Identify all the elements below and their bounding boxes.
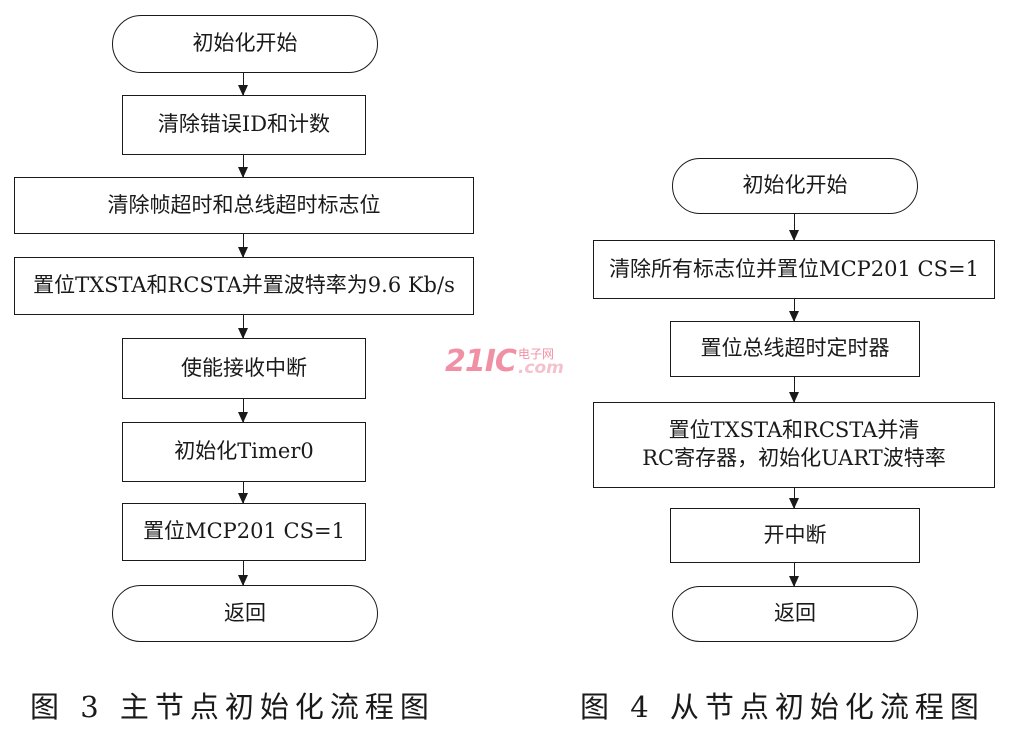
right-step-enable-interrupt: 开中断: [670, 508, 920, 563]
right-step1-label: 清除所有标志位并置位MCP201 CS=1: [609, 256, 979, 281]
left-arrow-1: [237, 73, 248, 96]
left-end-label: 返回: [224, 600, 266, 625]
right-arrow-5: [788, 563, 799, 587]
right-step3-line2: RC寄存器，初始化UART波特率: [642, 446, 946, 470]
site-watermark: 21IC 电子网 .com: [445, 347, 564, 377]
watermark-logo: 21IC: [445, 344, 517, 379]
left-arrow-4: [237, 315, 248, 339]
left-start-terminal: 初始化开始: [112, 15, 378, 73]
watermark-com: .com: [517, 358, 564, 378]
left-step-clear-error-id: 清除错误ID和计数: [122, 95, 366, 155]
left-end-terminal: 返回: [112, 585, 378, 642]
right-step-set-bus-timer: 置位总线超时定时器: [670, 321, 920, 377]
right-start-label: 初始化开始: [742, 173, 848, 198]
right-step3-line1: 置位TXSTA和RCSTA并清: [668, 418, 920, 443]
left-arrow-7: [237, 561, 248, 586]
left-step-init-timer0: 初始化Timer0: [122, 422, 366, 482]
right-end-label: 返回: [774, 601, 816, 626]
left-step-set-mcp201: 置位MCP201 CS=1: [122, 503, 366, 561]
right-step2-label: 置位总线超时定时器: [700, 336, 890, 361]
right-figure-caption: 图 4 从节点初始化流程图: [580, 690, 985, 724]
left-figure-caption: 图 3 主节点初始化流程图: [30, 690, 435, 724]
left-step2-label: 清除帧超时和总线超时标志位: [107, 192, 381, 217]
right-step-clear-all-flags: 清除所有标志位并置位MCP201 CS=1: [593, 240, 995, 299]
right-arrow-3: [788, 377, 799, 403]
left-step-set-txsta-rcsta: 置位TXSTA和RCSTA并置波特率为9.6 Kb/s: [14, 257, 474, 315]
right-arrow-1: [788, 214, 799, 241]
left-step5-label: 初始化Timer0: [174, 439, 314, 464]
right-step4-label: 开中断: [763, 522, 827, 547]
left-arrow-2: [237, 155, 248, 178]
right-arrow-4: [788, 488, 799, 509]
left-step6-label: 置位MCP201 CS=1: [143, 519, 345, 544]
right-step-set-txsta-rcsta: 置位TXSTA和RCSTA并清 RC寄存器，初始化UART波特率: [593, 402, 995, 488]
left-arrow-3: [237, 234, 248, 258]
left-arrow-6: [237, 482, 248, 504]
left-step-enable-rx-interrupt: 使能接收中断: [122, 338, 366, 399]
watermark-cn: 电子网: [517, 347, 554, 361]
right-start-terminal: 初始化开始: [672, 158, 918, 214]
left-arrow-5: [237, 399, 248, 423]
left-step1-label: 清除错误ID和计数: [157, 112, 331, 137]
left-step4-label: 使能接收中断: [181, 355, 307, 380]
left-step3-label: 置位TXSTA和RCSTA并置波特率为9.6 Kb/s: [33, 273, 455, 298]
left-start-label: 初始化开始: [192, 31, 298, 56]
right-arrow-2: [788, 299, 799, 322]
right-end-terminal: 返回: [672, 586, 918, 642]
left-step-clear-timeout-flags: 清除帧超时和总线超时标志位: [14, 177, 474, 234]
